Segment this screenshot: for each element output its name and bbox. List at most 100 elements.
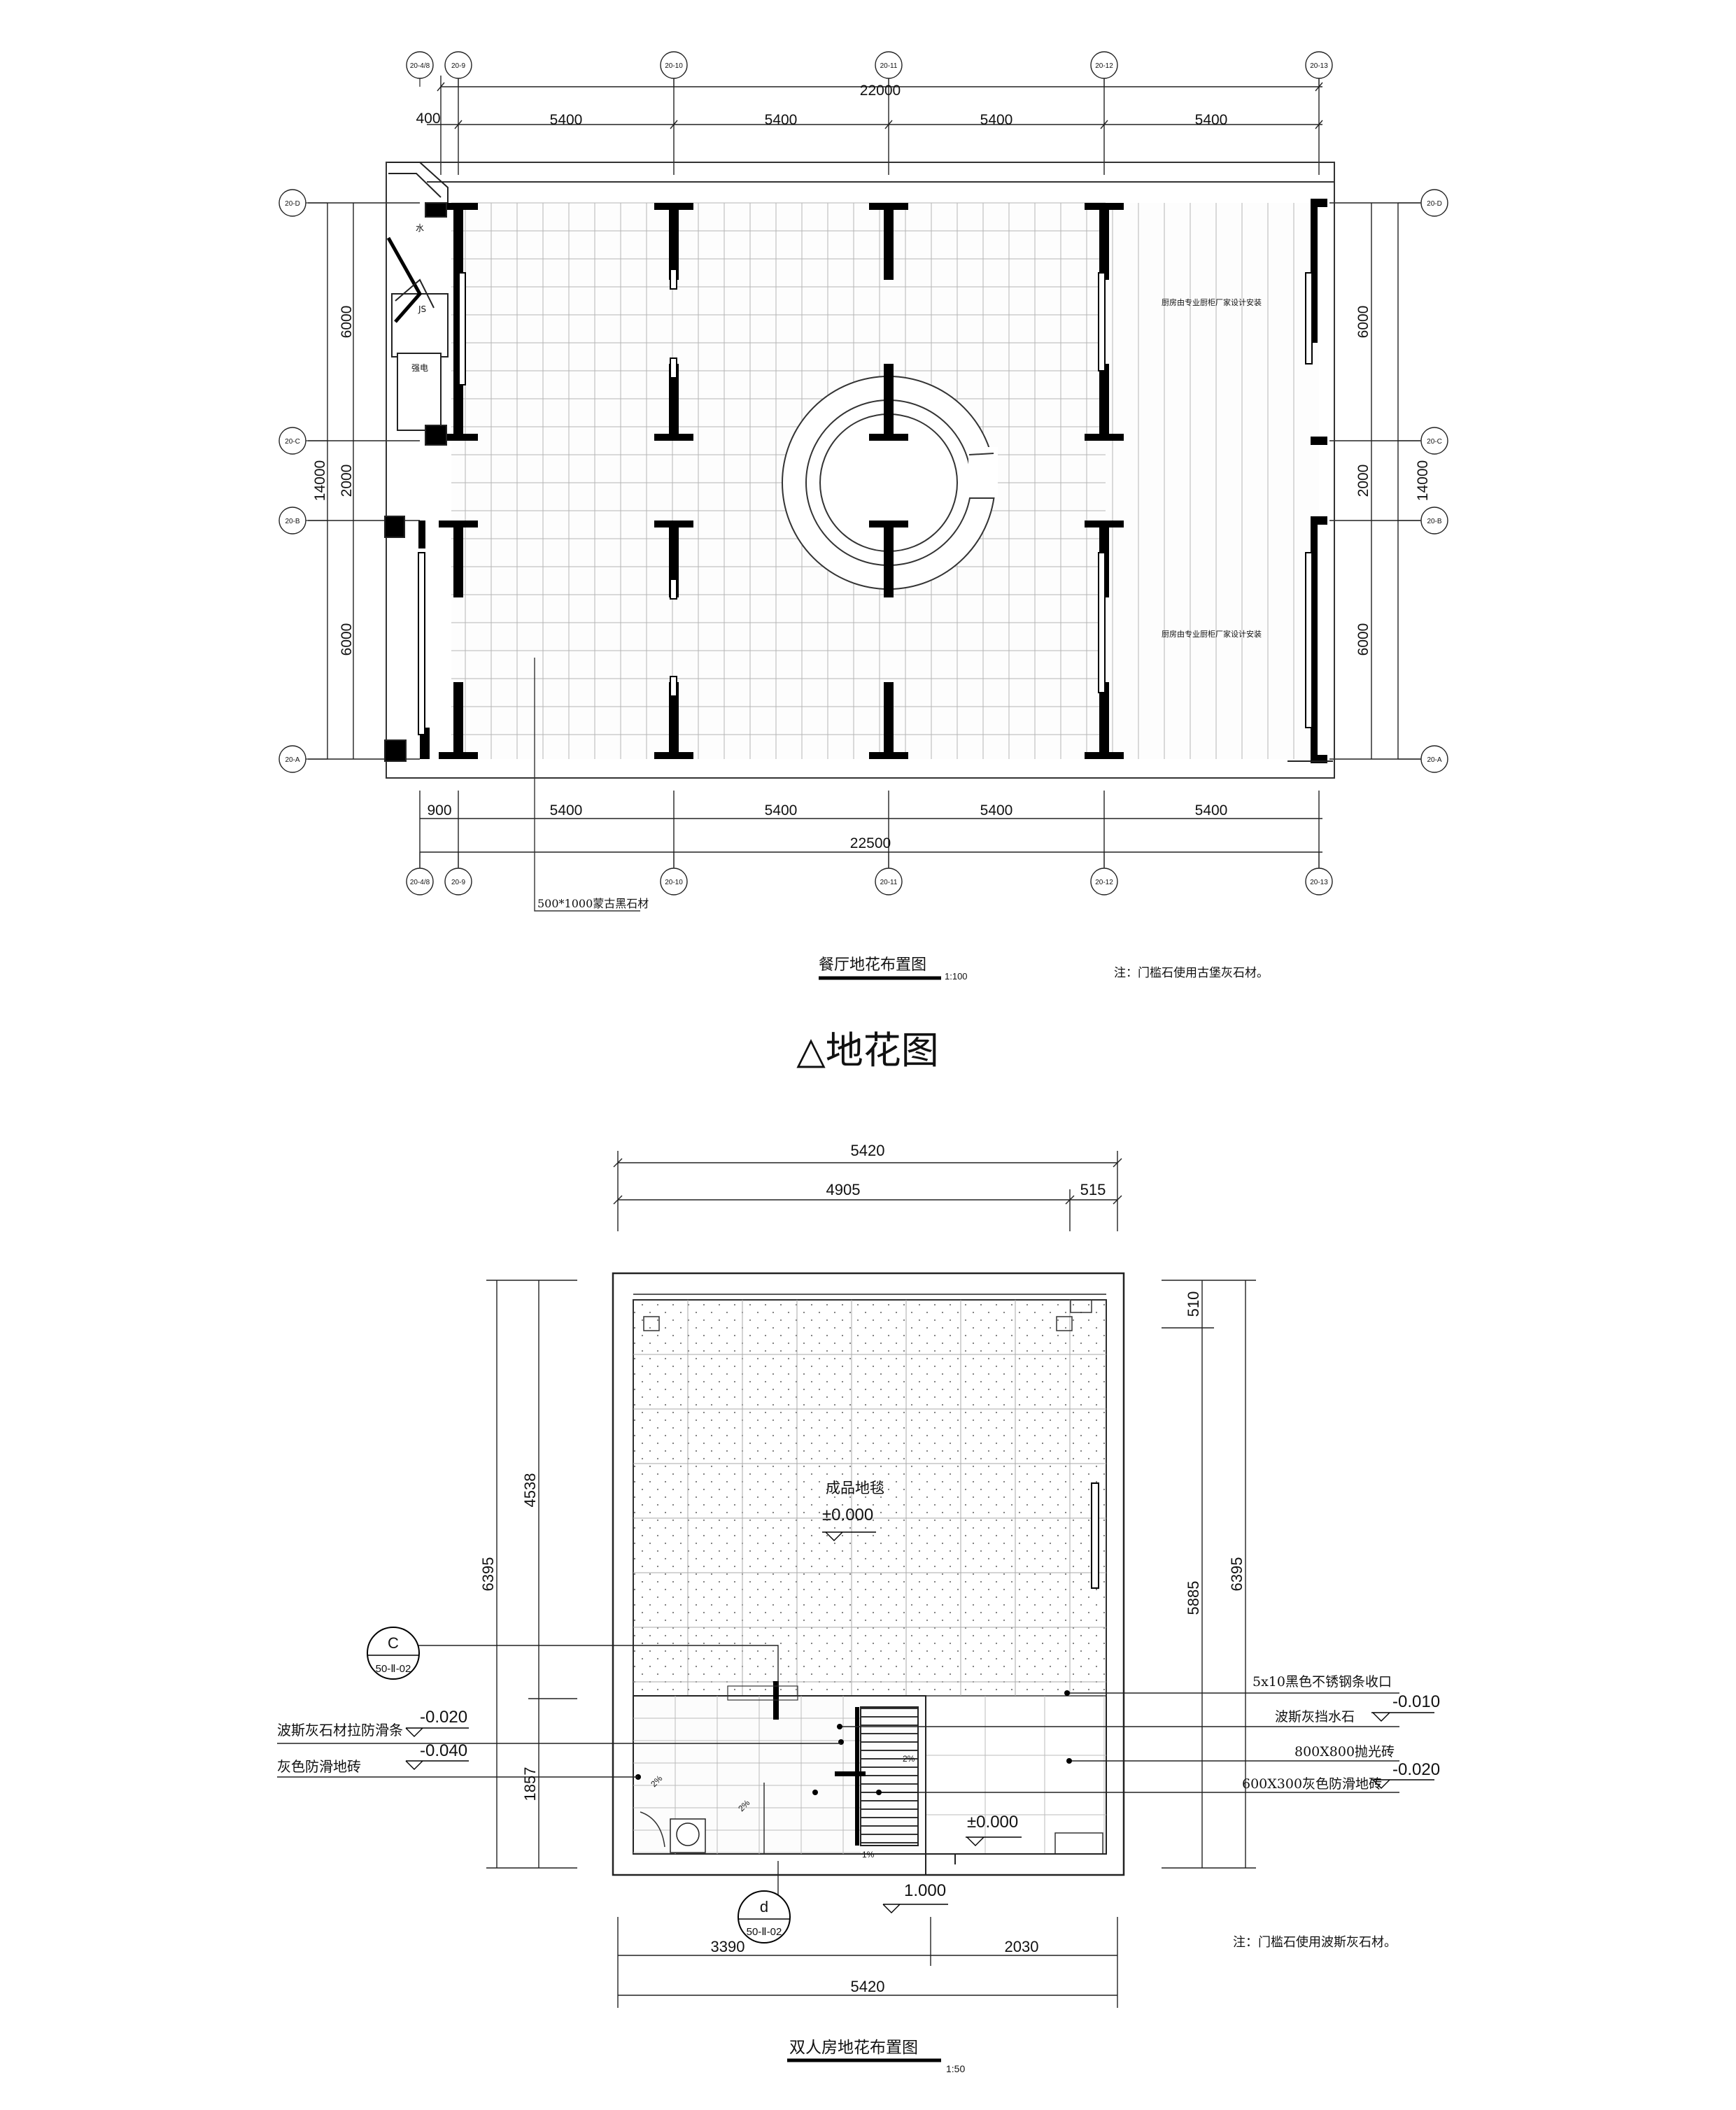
p2-top-dimensions <box>613 1151 1122 1231</box>
top-dimensions <box>427 76 1323 175</box>
grid-bubble-top-0: 20-4/8 <box>406 51 434 79</box>
dim-left-total: 14000 <box>312 460 328 501</box>
svg-text:20-B: 20-B <box>285 518 299 525</box>
svg-text:20-9: 20-9 <box>451 879 465 886</box>
svg-text:20-12: 20-12 <box>1095 879 1113 886</box>
svg-text:20-D: 20-D <box>1427 200 1442 208</box>
shower-drain-area <box>860 1706 919 1846</box>
grid-bubble-right-1: 20-C <box>1420 427 1448 455</box>
dim-bottom-0: 900 <box>427 802 451 819</box>
svg-text:20-C: 20-C <box>1427 438 1442 446</box>
section-title: △地花图 <box>796 1028 939 1072</box>
kitchen-note-1: 厨房由专业厨柜厂家设计安装 <box>1162 297 1262 307</box>
p2-dim-bottom-1: 2030 <box>1005 1938 1039 1955</box>
svg-text:20-4/8: 20-4/8 <box>410 879 430 886</box>
dim-bottom-3: 5400 <box>980 802 1013 819</box>
grid-bubble-bottom-2: 20-10 <box>660 868 688 895</box>
label-water-stop-level: -0.010 <box>1392 1692 1440 1711</box>
plan1-title: 餐厅地花布置图 <box>819 956 926 974</box>
slope-1: 2% <box>903 1754 915 1764</box>
grid-bubble-bottom-3: 20-11 <box>875 868 903 895</box>
svg-text:20-B: 20-B <box>1427 518 1441 525</box>
grid-bubble-right-0: 20-D <box>1420 189 1448 217</box>
grid-bubble-top-4: 20-12 <box>1090 51 1118 79</box>
dim-bottom-2: 5400 <box>765 802 798 819</box>
grid-bubble-bottom-0: 20-4/8 <box>406 868 434 895</box>
p2-dim-right-outer: 6395 <box>1228 1557 1245 1592</box>
grid-bubble-top-5: 20-13 <box>1305 51 1333 79</box>
label-grey-tile: 灰色防滑地砖 <box>277 1758 361 1775</box>
svg-text:20-11: 20-11 <box>880 62 898 70</box>
label-anti-slip-strip: 波斯灰石材拉防滑条 <box>277 1722 403 1739</box>
dim-left-1: 2000 <box>339 465 355 497</box>
grid-bubble-bottom-1: 20-9 <box>444 868 472 895</box>
svg-text:20-A: 20-A <box>1427 756 1441 764</box>
callout-c-ref: 50-Ⅱ-02 <box>376 1663 411 1675</box>
p2-dim-top-1: 515 <box>1080 1181 1106 1198</box>
dim-right-2: 6000 <box>1355 623 1371 656</box>
plan2-title: 双人房地花布置图 <box>789 2039 918 2057</box>
carpet-label: 成品地毯 <box>826 1480 884 1496</box>
svg-text:20-D: 20-D <box>285 200 300 208</box>
dim-total-top: 22000 <box>860 83 901 99</box>
structural-columns <box>418 199 1327 763</box>
plan1-note: 注：门槛石使用古堡灰石材。 <box>1114 965 1269 980</box>
carpet-area <box>633 1299 1107 1697</box>
p2-dimension-texts: 5420 4905 515 3390 2030 5420 6395 4538 1… <box>479 1142 1245 1995</box>
p2-dim-bottom-0: 3390 <box>711 1938 745 1955</box>
p2-dim-left-0: 4538 <box>521 1473 539 1508</box>
dining-floor-plan: 20-4/820-920-1020-1120-1220-1320-4/820-9… <box>278 51 1448 982</box>
dim-right-total: 14000 <box>1415 460 1431 501</box>
svg-text:20-10: 20-10 <box>665 879 683 886</box>
level-step: 1.000 <box>904 1881 946 1900</box>
callout-d-ref: 50-Ⅱ-02 <box>747 1926 782 1938</box>
callout-c: C 50-Ⅱ-02 <box>367 1627 420 1680</box>
grid-bubble-bottom-4: 20-12 <box>1090 868 1118 895</box>
carpet-tile-grid <box>633 1300 1106 1696</box>
svg-text:20-C: 20-C <box>285 438 300 446</box>
grid-bubble-top-3: 20-11 <box>875 51 903 79</box>
bathroom-tile-grid <box>633 1696 1106 1854</box>
grid-bubble-top-2: 20-10 <box>660 51 688 79</box>
label-polished-tile: 800X800抛光砖 <box>1294 1744 1395 1759</box>
dim-right-0: 6000 <box>1355 306 1371 339</box>
svg-text:20-10: 20-10 <box>665 62 683 70</box>
svg-text:20-11: 20-11 <box>880 879 898 886</box>
label-js: JS <box>418 304 426 314</box>
p2-dim-top-0: 4905 <box>826 1181 861 1198</box>
callout-d-letter: d <box>760 1898 768 1916</box>
label-power: 强电 <box>411 363 428 373</box>
grid-bubble-left-3: 20-A <box>278 745 306 773</box>
dim-top-1: 5400 <box>550 112 583 128</box>
dim-top-2: 5400 <box>765 112 798 128</box>
room-outer-wall <box>612 1272 1125 1876</box>
plan2-note: 注：门槛石使用波斯灰石材。 <box>1233 1935 1397 1950</box>
svg-text:20-13: 20-13 <box>1310 62 1328 70</box>
label-grey-anti-slip-tile: 600X300灰色防滑地砖 <box>1242 1776 1382 1792</box>
material-label: 500*1000蒙古黑石材 <box>537 897 649 910</box>
p2-dim-top-total: 5420 <box>851 1142 885 1159</box>
svg-text:20-12: 20-12 <box>1095 62 1113 70</box>
dim-top-3: 5400 <box>980 112 1013 128</box>
wall-strips <box>418 269 1313 735</box>
level-lower: ±0.000 <box>967 1813 1018 1832</box>
p2-dim-bottom-total: 5420 <box>851 1978 885 1995</box>
p2-dim-right-1: 5885 <box>1185 1581 1202 1615</box>
svg-text:20-A: 20-A <box>285 756 299 764</box>
plan2-scale: 1:50 <box>946 2063 965 2074</box>
callout-c-letter: C <box>388 1634 399 1652</box>
plan1-dimension-texts: 22000 400 5400 5400 5400 5400 900 5400 5… <box>416 83 1227 851</box>
p2-left-dimensions <box>486 1280 577 1869</box>
label-grey-anti-slip-tile-level: -0.020 <box>1392 1760 1440 1779</box>
svg-text:20-13: 20-13 <box>1310 879 1328 886</box>
p2-dim-left-1: 1857 <box>521 1767 539 1801</box>
dim-left-0: 6000 <box>339 306 355 339</box>
dim-top-4: 5400 <box>1195 112 1228 128</box>
p2-dim-right-0: 510 <box>1185 1291 1202 1317</box>
grid-bubble-left-2: 20-B <box>278 507 306 534</box>
dim-top-0: 400 <box>416 111 440 127</box>
entrance-walls <box>384 162 1333 762</box>
double-room-floor-plan: C 50-Ⅱ-02 d 50-Ⅱ-02 5420 4905 515 3390 2… <box>277 1142 1440 2074</box>
label-anti-slip-strip-level: -0.020 <box>420 1708 467 1727</box>
